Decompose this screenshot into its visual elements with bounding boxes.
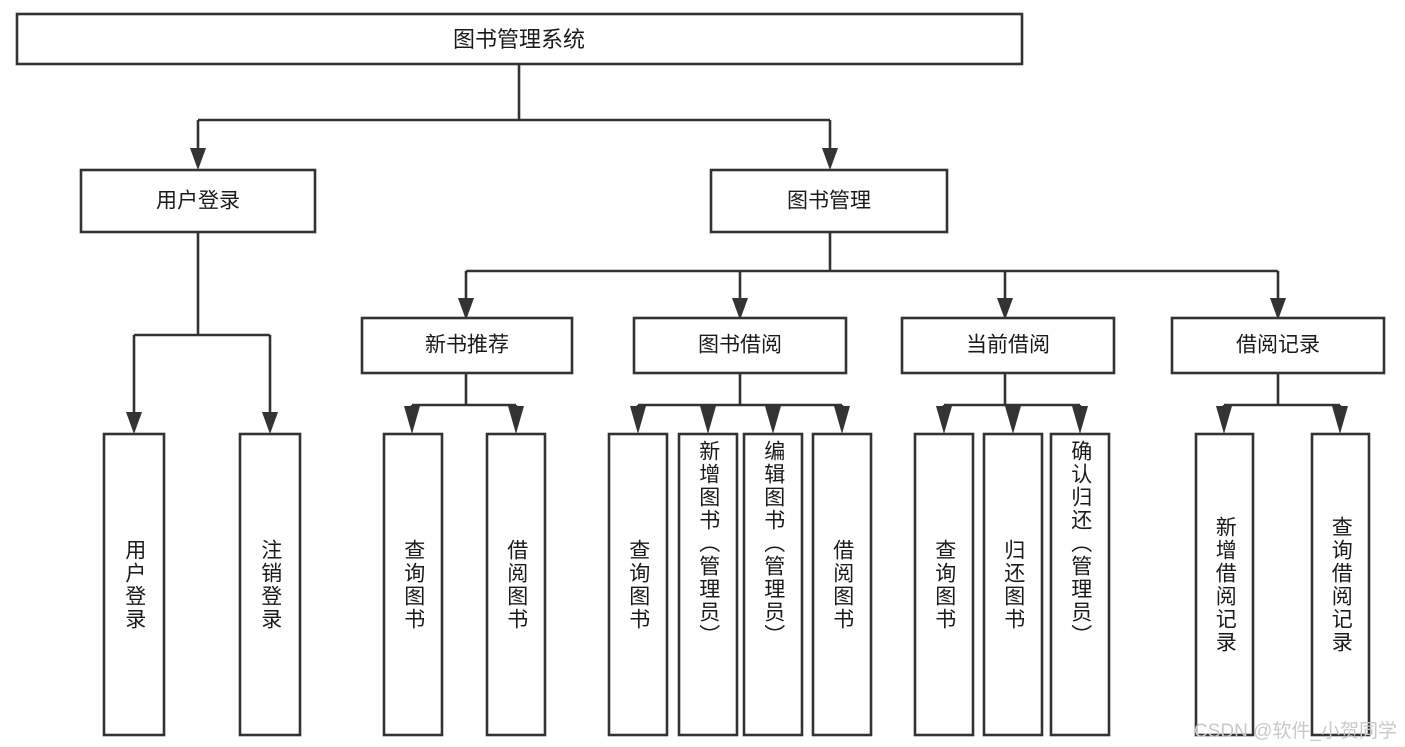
arrowhead-current-borrow	[997, 298, 1013, 320]
node-borrow-record-label: 借阅记录	[1236, 334, 1320, 357]
arrowhead-new-book-recommend	[458, 298, 474, 320]
node-root-label: 图书管理系统	[453, 27, 585, 52]
arrowhead-leaf-return-book	[1005, 406, 1021, 434]
node-leaf-query-book-2-box[interactable]	[607, 432, 669, 737]
node-book-borrow-box[interactable]	[632, 316, 848, 375]
arrowhead-leaf-borrow-book-1	[508, 406, 524, 434]
arrowhead-user-login	[190, 148, 206, 170]
node-leaf-borrow-book-1-box[interactable]	[485, 432, 547, 737]
nodes-group: 图书管理系统 用户登录 图书管理 新书推荐 图书借阅 当前借阅 借阅记录	[15, 12, 1386, 737]
node-user-login-box[interactable]	[79, 168, 317, 234]
node-current-borrow-label: 当前借阅	[966, 334, 1050, 357]
arrowhead-book-borrow	[732, 298, 748, 320]
arrowhead-leaf-user-login	[126, 412, 142, 434]
node-leaf-query-book-3-box[interactable]	[913, 432, 975, 737]
arrowhead-leaf-borrow-book-2	[834, 406, 850, 434]
node-current-borrow-box[interactable]	[900, 316, 1116, 375]
arrowhead-leaf-query-book-1	[404, 406, 420, 434]
arrowhead-borrow-record	[1270, 298, 1286, 320]
arrowhead-leaf-user-logout	[262, 412, 278, 434]
arrowhead-leaf-query-book-3	[936, 406, 952, 434]
node-leaf-add-record-box[interactable]	[1194, 432, 1255, 737]
node-new-book-recommend-box[interactable]	[360, 316, 574, 375]
node-leaf-return-book-box[interactable]	[982, 432, 1044, 737]
arrowhead-leaf-confirm-return	[1072, 406, 1088, 434]
node-new-book-recommend-label: 新书推荐	[425, 334, 509, 357]
node-leaf-query-book-1-box[interactable]	[382, 432, 444, 737]
arrowhead-leaf-query-book-2	[630, 406, 646, 434]
node-leaf-user-login-box[interactable]	[102, 432, 166, 737]
edges-group	[126, 64, 1348, 434]
node-leaf-edit-book-box[interactable]	[742, 432, 804, 737]
node-book-borrow-label: 图书借阅	[698, 334, 782, 357]
node-leaf-borrow-book-2-box[interactable]	[811, 432, 873, 737]
node-book-manage-label: 图书管理	[787, 190, 871, 213]
arrowhead-leaf-edit-book	[765, 406, 781, 434]
node-root-box[interactable]	[15, 12, 1024, 66]
node-user-login-label: 用户登录	[156, 190, 240, 213]
node-leaf-add-book-box[interactable]	[677, 432, 739, 737]
arrowhead-book-manage	[822, 148, 838, 170]
node-leaf-user-logout-box[interactable]	[238, 432, 302, 737]
node-borrow-record-box[interactable]	[1170, 316, 1386, 375]
node-leaf-confirm-return-box[interactable]	[1049, 432, 1111, 737]
node-book-manage-box[interactable]	[709, 168, 949, 234]
arrowhead-leaf-query-record	[1332, 406, 1348, 434]
arrowhead-leaf-add-book	[700, 406, 716, 434]
arrowhead-leaf-add-record	[1216, 406, 1232, 434]
node-leaf-query-record-box[interactable]	[1310, 432, 1371, 737]
